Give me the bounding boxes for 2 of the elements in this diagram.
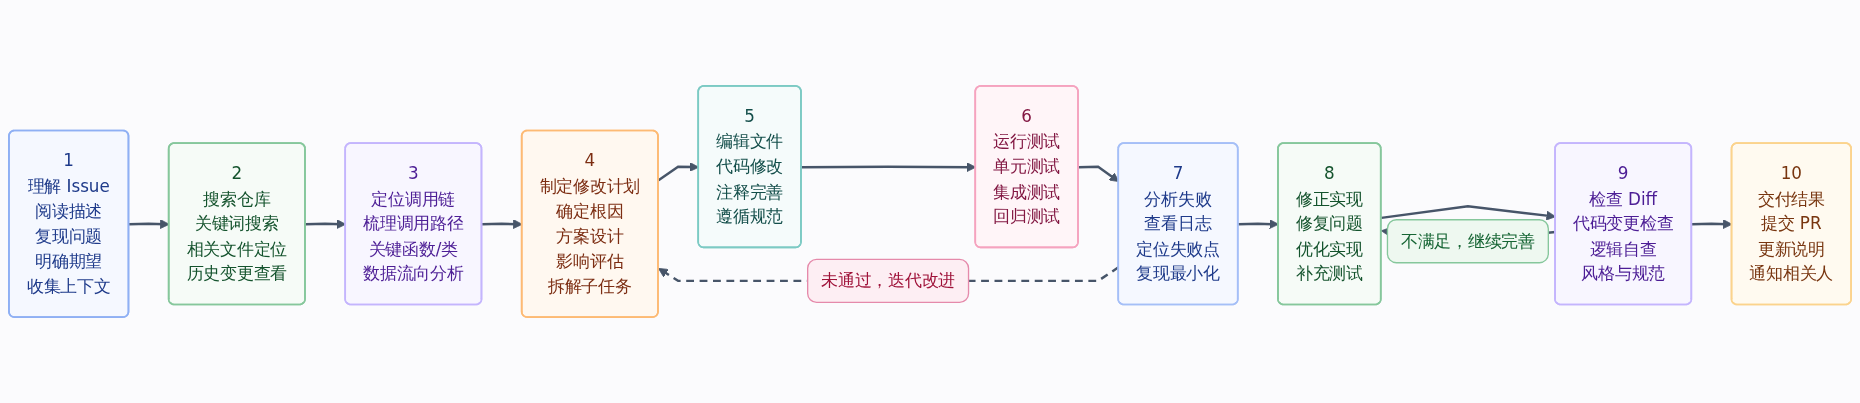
edge-label: 未通过，迭代改进	[821, 270, 956, 291]
edge-label: 不满足，继续完善	[1400, 230, 1535, 251]
